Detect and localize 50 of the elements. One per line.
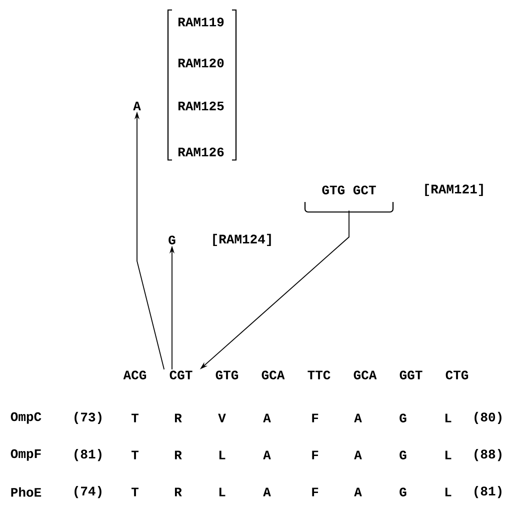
- amino-acid: F: [312, 414, 318, 422]
- amino-acid: L: [445, 414, 452, 422]
- amino-acid: R: [174, 414, 182, 422]
- protein-name: OmpF: [10, 449, 41, 461]
- codon-text: GTG: [216, 370, 238, 380]
- sequence-text: A: [133, 102, 141, 110]
- mutant-name: RAM120: [178, 58, 224, 68]
- amino-acid: F: [312, 488, 318, 496]
- sequence-text: CGT: [170, 370, 192, 380]
- mutant-name: RAM125: [178, 102, 224, 110]
- amino-acid: L: [219, 450, 226, 460]
- protein-name: OmpC: [10, 412, 42, 424]
- amino-acid: L: [445, 488, 452, 496]
- amino-acid: L: [445, 450, 452, 460]
- amino-acid: T: [132, 414, 139, 422]
- sequence-text: G: [168, 236, 176, 244]
- mutant-name: [RAM124]: [213, 234, 271, 246]
- amino-acid: G: [400, 488, 406, 496]
- mutant-name: RAM119: [178, 18, 224, 26]
- amino-acid: A: [354, 488, 362, 496]
- amino-acid: T: [132, 450, 139, 460]
- codon-text: GGT: [400, 370, 422, 380]
- mutant-name: RAM126: [178, 148, 224, 156]
- amino-acid: A: [263, 414, 271, 422]
- amino-acid: V: [218, 414, 226, 422]
- sequence-text: GTG GCT: [322, 186, 376, 194]
- residue-number: (73): [74, 412, 102, 424]
- amino-acid: L: [219, 488, 226, 496]
- codon-text: GCA: [262, 370, 285, 380]
- amino-acid: A: [354, 450, 362, 460]
- residue-number: (81): [74, 448, 102, 462]
- amino-acid: G: [400, 414, 406, 422]
- amino-acid: A: [354, 414, 362, 422]
- codon-text: ACG: [123, 370, 146, 380]
- amino-acid: R: [174, 488, 182, 496]
- residue-number: (80): [474, 412, 502, 424]
- codon-text: GCA: [354, 370, 377, 380]
- amino-acid: A: [263, 450, 271, 460]
- amino-acid: T: [132, 488, 139, 496]
- residue-number: (81): [474, 486, 502, 498]
- codon-text: TTC: [308, 370, 330, 380]
- mutant-name: [RAM121]: [425, 184, 483, 196]
- residue-number: (88): [474, 448, 502, 462]
- codon-text: CTG: [446, 370, 468, 380]
- amino-acid: A: [263, 488, 271, 496]
- residue-number: (74): [74, 486, 102, 498]
- protein-name: PhoE: [11, 487, 42, 497]
- amino-acid: G: [400, 450, 406, 460]
- amino-acid: R: [174, 450, 182, 460]
- amino-acid: F: [312, 450, 318, 460]
